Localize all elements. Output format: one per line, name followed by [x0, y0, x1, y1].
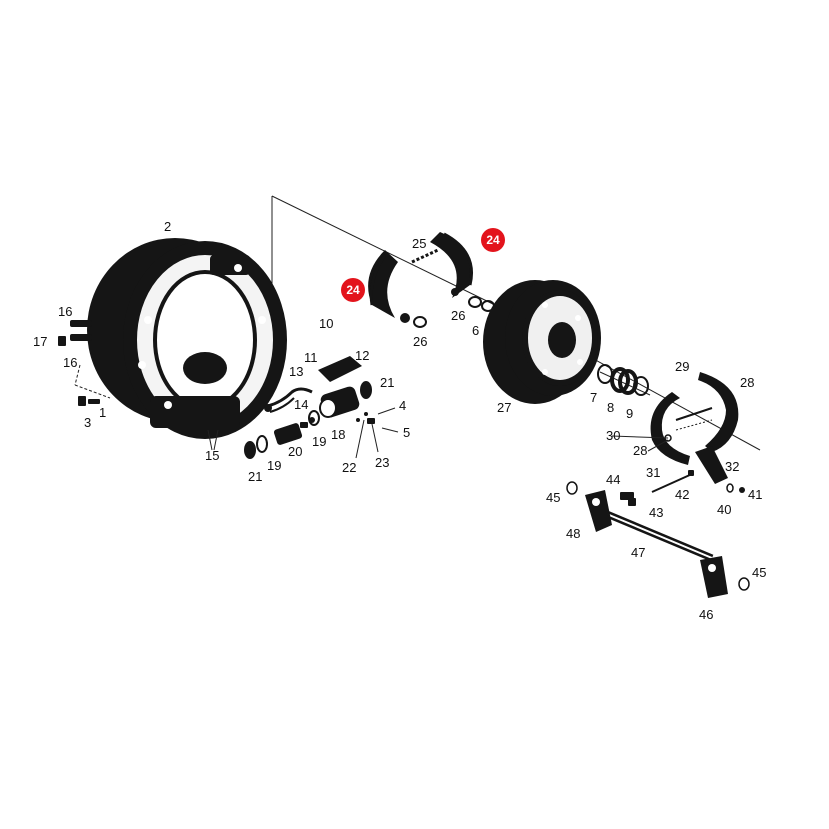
cross-shaft-part [566, 481, 750, 598]
part-label: 14 [294, 397, 308, 412]
part-label: 47 [631, 545, 645, 560]
mounting-bolt-part [78, 396, 100, 406]
wheel-cylinder-part [308, 356, 375, 426]
part-label: 16 [58, 304, 72, 319]
part-label: 26 [451, 308, 465, 323]
shoe-spring-part [411, 248, 439, 264]
cable-rod-part [651, 470, 694, 493]
brake-line-pipe-part [264, 387, 313, 413]
part-label: 21 [380, 375, 394, 390]
part-label: 31 [646, 465, 660, 480]
part-label: 22 [342, 460, 356, 475]
part-label: 41 [748, 487, 762, 502]
bearing-rings-part [597, 364, 649, 396]
part-label: 2 [164, 219, 171, 234]
part-label: 10 [319, 316, 333, 331]
part-label: 5 [403, 425, 410, 440]
part-label: 17 [33, 334, 47, 349]
part-labels: 1 2 3 4 5 6 7 8 9 10 11 12 13 14 15 16 1… [33, 219, 766, 622]
part-label: 45 [752, 565, 766, 580]
brake-shoe-upper [430, 232, 495, 312]
part-label: 8 [607, 400, 614, 415]
part-label: 12 [355, 348, 369, 363]
parking-brake-shoes-part [650, 372, 739, 465]
part-label: 42 [675, 487, 689, 502]
part-label: 32 [725, 459, 739, 474]
part-label: 4 [399, 398, 406, 413]
badge-label: 24 [346, 283, 360, 297]
highlight-badge[interactable]: 24 [341, 278, 365, 302]
part-label: 19 [267, 458, 281, 473]
part-label: 29 [675, 359, 689, 374]
part-label: 28 [633, 443, 647, 458]
leader-lines [207, 407, 669, 459]
part-label: 16 [63, 355, 77, 370]
part-label: 26 [413, 334, 427, 349]
parking-lever-part [695, 446, 745, 493]
part-label: 25 [412, 236, 426, 251]
part-label: 13 [289, 364, 303, 379]
part-label: 45 [546, 490, 560, 505]
part-label: 11 [304, 350, 318, 365]
part-label: 6 [472, 323, 479, 338]
brake-housing-part [87, 238, 287, 439]
assembly-lines [204, 195, 761, 451]
part-label: 23 [375, 455, 389, 470]
brake-shoe-lower [368, 250, 427, 328]
part-label: 43 [649, 505, 663, 520]
part-label: 44 [606, 472, 620, 487]
part-label: 30 [606, 428, 620, 443]
part-label: 46 [699, 607, 713, 622]
part-label: 7 [590, 390, 597, 405]
stud-bolts-part [58, 320, 111, 399]
part-label: 48 [566, 526, 580, 541]
part-label: 15 [205, 448, 219, 463]
part-label: 1 [99, 405, 106, 420]
cylinder-piston-part [244, 417, 315, 459]
part-label: 9 [626, 406, 633, 421]
part-label: 27 [497, 400, 511, 415]
highlight-badge[interactable]: 24 [481, 228, 505, 252]
part-label: 20 [288, 444, 302, 459]
badge-label: 24 [486, 233, 500, 247]
brake-drum-part [483, 280, 601, 404]
part-label: 40 [717, 502, 731, 517]
part-label: 21 [248, 469, 262, 484]
part-label: 18 [331, 427, 345, 442]
part-label: 3 [84, 415, 91, 430]
part-label: 19 [312, 434, 326, 449]
part-label: 28 [740, 375, 754, 390]
